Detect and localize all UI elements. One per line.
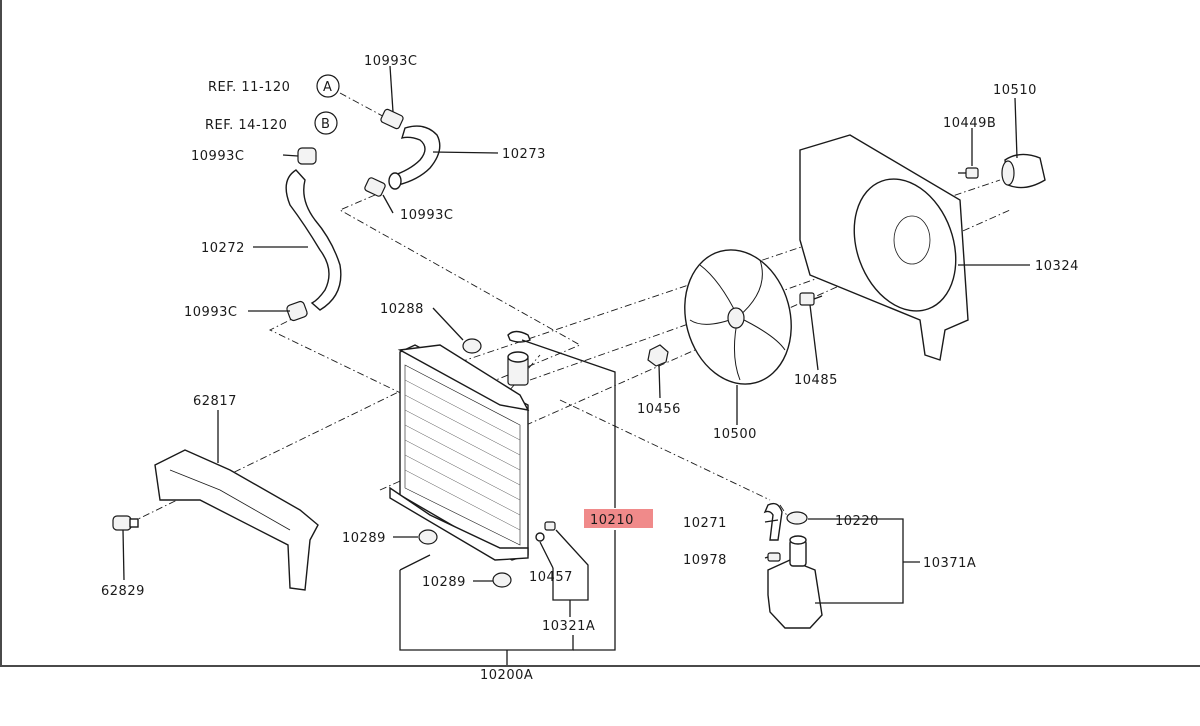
cushion-10288 (462, 338, 482, 354)
clamp-10993c-mid (364, 177, 386, 197)
hose-lower-10272 (285, 169, 342, 311)
ref-label-a: REF. 11-120 (208, 80, 290, 95)
part-label-10200a[interactable]: 10200A (480, 668, 533, 683)
part-label-10456[interactable]: 10456 (637, 402, 681, 417)
grommet-62829 (112, 515, 139, 531)
part-label-10978[interactable]: 10978 (683, 553, 727, 568)
drain-plug-10457 (535, 521, 556, 542)
part-label-10993c-b[interactable]: 10993C (191, 149, 244, 164)
part-label-10485[interactable]: 10485 (794, 373, 838, 388)
part-label-62829[interactable]: 62829 (101, 584, 145, 599)
hose-upper-10273 (388, 125, 441, 190)
reserve-tank-10371a (767, 535, 823, 629)
nut-10456 (647, 344, 669, 367)
part-label-10289-b[interactable]: 10289 (422, 575, 466, 590)
part-label-10510[interactable]: 10510 (993, 83, 1037, 98)
part-label-10993c-a[interactable]: 10993C (364, 54, 417, 69)
fan-shroud-10324 (799, 134, 969, 361)
part-label-10272[interactable]: 10272 (201, 241, 245, 256)
cap-10210-tab (507, 330, 531, 343)
cushion-10289-b (492, 572, 512, 588)
clamp-10993c-top (380, 108, 404, 130)
hose-10271 (763, 502, 783, 541)
part-label-10321a[interactable]: 10321A (542, 619, 595, 634)
leader-lines (122, 65, 1030, 665)
part-label-10210[interactable]: 10210 (590, 513, 634, 528)
part-label-10289-a[interactable]: 10289 (342, 531, 386, 546)
clamp-10993c-left-top (297, 147, 317, 165)
bracket-62817 (154, 449, 319, 591)
radiator-10210 (389, 344, 530, 561)
part-label-10449b[interactable]: 10449B (943, 116, 996, 131)
part-label-10288[interactable]: 10288 (380, 302, 424, 317)
part-label-10457[interactable]: 10457 (529, 570, 573, 585)
part-label-62817[interactable]: 62817 (193, 394, 237, 409)
ref-label-b: REF. 14-120 (205, 118, 287, 133)
ref-badge-b: B (321, 117, 330, 132)
part-label-10273[interactable]: 10273 (502, 147, 546, 162)
fan-motor-10510 (1001, 153, 1046, 189)
ref-badge-a-circle (316, 74, 340, 98)
part-label-10324[interactable]: 10324 (1035, 259, 1079, 274)
part-label-10500[interactable]: 10500 (713, 427, 757, 442)
bolt-10449b (958, 167, 979, 179)
cushion-10289-a (418, 529, 438, 545)
part-label-10993c-d[interactable]: 10993C (184, 305, 237, 320)
part-label-10271[interactable]: 10271 (683, 516, 727, 531)
bolt-10485 (799, 292, 823, 306)
highlight-10210 (584, 509, 653, 528)
part-label-10220[interactable]: 10220 (835, 514, 879, 529)
ref-badge-b-circle (314, 111, 338, 135)
clip-10978 (767, 552, 781, 562)
ref-badge-a: A (323, 80, 332, 95)
part-label-10993c-c[interactable]: 10993C (400, 208, 453, 223)
cap-10220 (786, 511, 808, 525)
fan-10500 (684, 249, 792, 385)
clamp-10993c-left-bottom (286, 300, 308, 322)
part-label-10371a[interactable]: 10371A (923, 556, 976, 571)
